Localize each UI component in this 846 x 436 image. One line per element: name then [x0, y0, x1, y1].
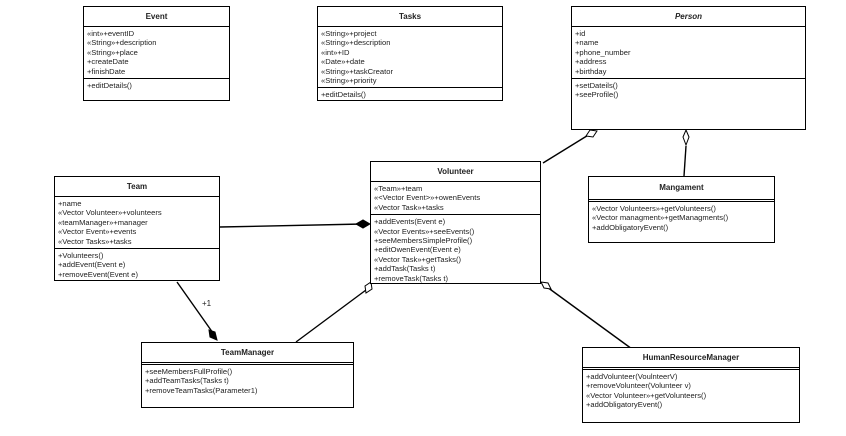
attribute: «int»+eventID [87, 29, 135, 38]
class-volunteer[interactable]: Volunteer «Team»+team «<Vector Event>»+o… [370, 161, 541, 284]
attributes-section: +id +name +phone_number +address +birthd… [572, 27, 805, 80]
aggregation-diamond-volunteer-bottom-left [364, 281, 373, 294]
operation: +removeTeamTasks(Parameter1) [145, 385, 258, 395]
operation: +setDateils() [575, 81, 618, 91]
attributes-section: «String»+project «String»+description «i… [318, 27, 502, 89]
aggregation-diamond-volunteer-bottom-right [540, 281, 552, 290]
association-teammanager-volunteer [295, 289, 367, 343]
operation: +removeEvent(Event e) [58, 269, 138, 279]
multiplicity-label: +1 [202, 299, 212, 308]
class-tasks[interactable]: Tasks «String»+project «String»+descript… [317, 6, 503, 101]
association-mangament-person [683, 145, 687, 177]
attribute: «String»+project [321, 29, 377, 38]
class-mangament[interactable]: Mangament «Vector Volunteers»+getVolunte… [588, 176, 775, 243]
operation: «Vector managment»+getManagments() [592, 213, 729, 223]
operation: +editDetails() [321, 90, 366, 100]
attribute: +birthday [575, 66, 607, 76]
aggregation-diamond-person [585, 129, 598, 138]
operation: «Vector Events»+seeEvents() [374, 226, 475, 236]
operation: +Volunteers() [58, 251, 104, 261]
operation: +addObligatoryEvent() [592, 222, 669, 232]
operations-section: +addEvents(Event e) «Vector Events»+seeE… [371, 215, 540, 285]
attribute: +createDate [87, 57, 129, 67]
class-team[interactable]: Team +name «Vector Volunteer»+volunteers… [54, 176, 220, 281]
operation: +addVolunteer(VoulnteerV) [586, 372, 678, 381]
class-name: Tasks [318, 7, 502, 27]
operations-section: +seeMembersFullProfile() +addTeamTasks(T… [142, 365, 353, 397]
operations-section: +addVolunteer(VoulnteerV) +removeVolunte… [583, 370, 799, 412]
operations-section: +setDateils() +seeProfile() [572, 79, 805, 102]
attribute: «String»+priority [321, 76, 377, 86]
attribute: «Vector Volunteer»+volunteers [58, 208, 162, 218]
aggregation-diamond-mangament [682, 128, 690, 147]
attribute: «Team»+team [374, 184, 423, 193]
class-name: Volunteer [371, 162, 540, 182]
attribute: +name [58, 199, 82, 208]
attribute: «Vector Task»+tasks [374, 202, 444, 212]
attributes-section [589, 200, 774, 202]
attributes-section [142, 363, 353, 365]
composition-diamond-teammanager [208, 329, 218, 341]
class-teammanager[interactable]: TeamManager +seeMembersFullProfile() +ad… [141, 342, 354, 408]
operation: +addEvents(Event e) [374, 217, 446, 227]
class-name: Team [55, 177, 219, 197]
class-name: HumanResourceManager [583, 348, 799, 368]
operation: +addEvent(Event e) [58, 260, 126, 270]
attributes-section [583, 368, 799, 370]
class-name: Mangament [589, 177, 774, 200]
operation: +removeTask(Tasks t) [374, 273, 449, 283]
operation: +editOwenEvent(Event e) [374, 245, 461, 255]
operations-section: +editDetails() [318, 88, 502, 101]
operation: «Vector Volunteer»+getVolunteers() [586, 390, 707, 400]
operation: «Vector Task»+getTasks() [374, 254, 462, 264]
attribute: «String»+place [87, 47, 138, 57]
operation: «Vector Volunteers»+getVolunteers() [592, 204, 716, 213]
class-humanresourcemanager[interactable]: HumanResourceManager +addVolunteer(Vouln… [582, 347, 800, 423]
attribute: +finishDate [87, 66, 126, 76]
operation: +removeVolunteer(Volunteer v) [586, 381, 691, 391]
operation: +addTeamTasks(Tasks t) [145, 376, 229, 386]
class-name: Person [572, 7, 805, 27]
association-hrmanager-volunteer [546, 286, 633, 350]
attributes-section: +name «Vector Volunteer»+volunteers «tea… [55, 197, 219, 250]
operations-section: +editDetails() [84, 79, 229, 92]
class-name: Event [84, 7, 229, 27]
operation: +editDetails() [87, 81, 132, 91]
attribute: +name [575, 38, 599, 48]
operation: +seeMembersFullProfile() [145, 367, 233, 376]
operation: +addTask(Tasks t) [374, 264, 436, 274]
class-event[interactable]: Event «int»+eventID «String»+description… [83, 6, 230, 101]
attribute: «String»+taskCreator [321, 66, 393, 76]
attribute: +address [575, 57, 607, 67]
attributes-section: «int»+eventID «String»+description «Stri… [84, 27, 229, 80]
attribute: «Vector Event»+events [58, 227, 137, 237]
operations-section: «Vector Volunteers»+getVolunteers() «Vec… [589, 202, 774, 234]
class-person[interactable]: Person +id +name +phone_number +address … [571, 6, 806, 130]
attribute: «<Vector Event>»+owenEvents [374, 193, 481, 203]
operation: +seeProfile() [575, 90, 619, 100]
association-team-teammanager [176, 281, 214, 334]
attributes-section: «Team»+team «<Vector Event>»+owenEvents … [371, 182, 540, 216]
attribute: «teamManager»+manager [58, 217, 148, 227]
attribute: «Vector Tasks»+tasks [58, 236, 132, 246]
attribute: «Date»+date [321, 57, 365, 67]
association-team-volunteer [219, 223, 364, 228]
attribute: «int»+ID [321, 47, 350, 57]
class-name: TeamManager [142, 343, 353, 363]
attribute: «String»+description [321, 38, 391, 48]
attribute: +phone_number [575, 47, 631, 57]
attribute: «String»+description [87, 38, 157, 48]
attribute: +id [575, 29, 586, 38]
association-volunteer-person [542, 133, 591, 164]
composition-diamond-volunteer [354, 219, 372, 229]
operations-section: +Volunteers() +addEvent(Event e) +remove… [55, 249, 219, 281]
operation: +seeMembersSimpleProfile() [374, 236, 473, 246]
operation: +addObligatoryEvent() [586, 400, 663, 410]
